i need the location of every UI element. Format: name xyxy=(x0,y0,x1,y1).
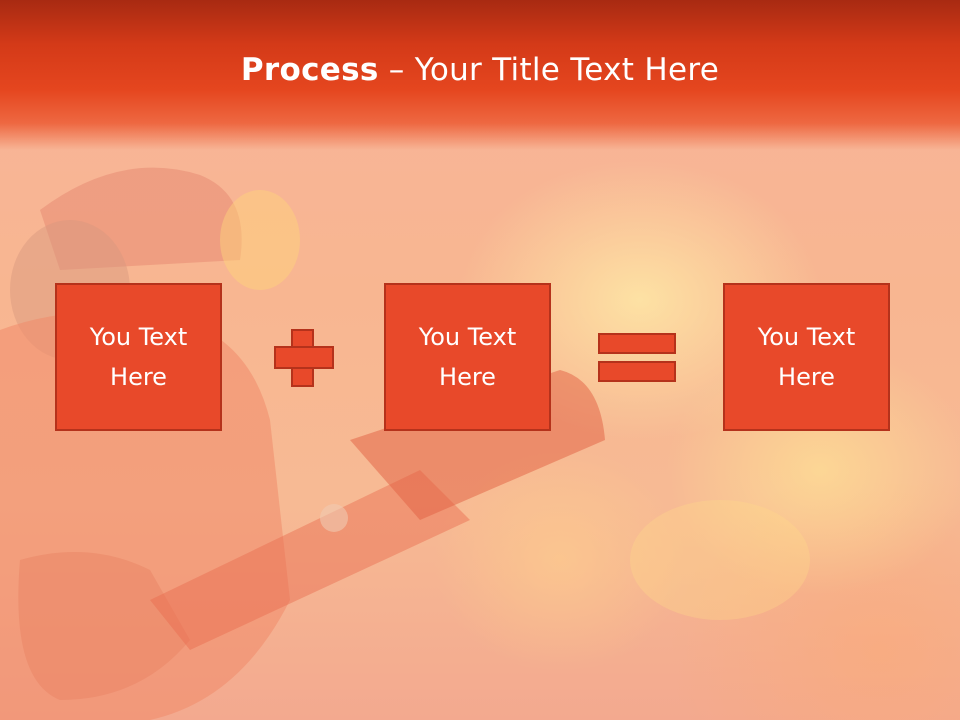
slide-title[interactable]: Process – Your Title Text Here xyxy=(0,52,960,88)
process-box-1[interactable]: You Text Here xyxy=(55,283,222,431)
process-box-3[interactable]: You Text Here xyxy=(723,283,890,431)
plus-icon-center xyxy=(293,348,312,367)
title-rest-part: – Your Title Text Here xyxy=(378,52,720,88)
process-box-2[interactable]: You Text Here xyxy=(384,283,551,431)
header-bar xyxy=(0,0,960,150)
equals-icon-top-bar xyxy=(598,333,676,354)
title-bold-part: Process xyxy=(240,52,379,88)
equals-icon-bottom-bar xyxy=(598,361,676,382)
